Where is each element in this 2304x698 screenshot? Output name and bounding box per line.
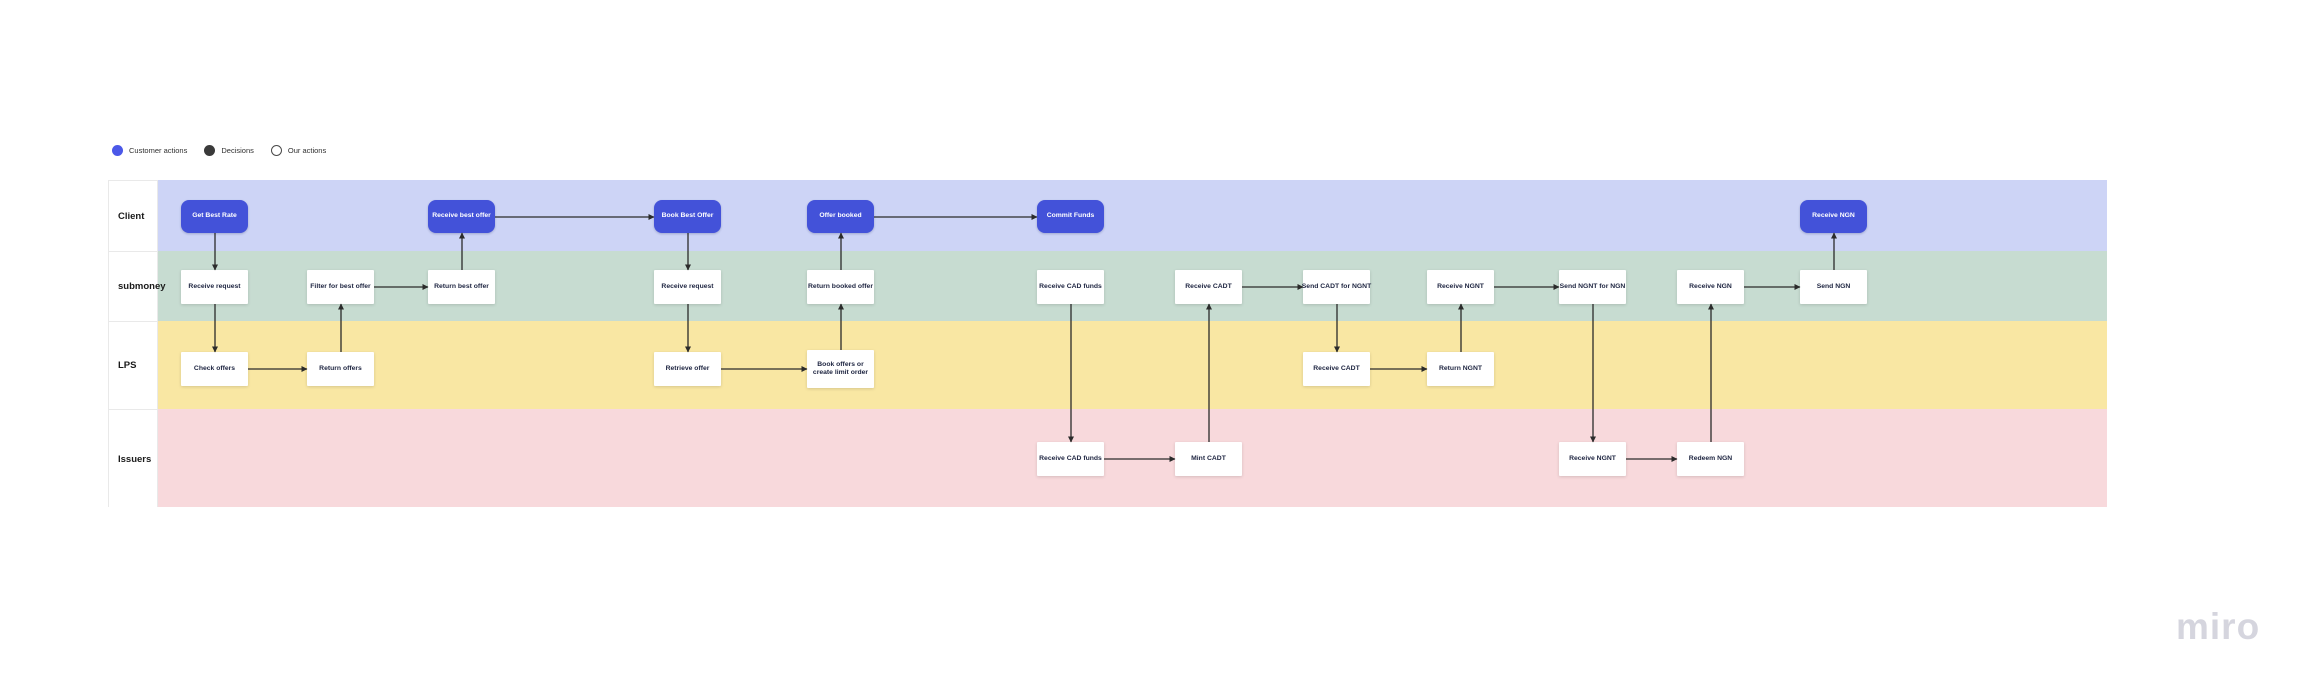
swimlane-bands xyxy=(158,180,2107,507)
flow-node-s2-filter-for-best-offer[interactable]: Filter for best offer xyxy=(307,270,374,304)
lane-label: LPS xyxy=(118,360,137,371)
flow-node-l1-check-offers[interactable]: Check offers xyxy=(181,352,248,386)
flow-node-label: Send CADT for NGNT xyxy=(1301,282,1372,290)
flow-node-label: Receive best offer xyxy=(432,212,491,220)
lane-label: Issuers xyxy=(118,453,152,465)
flow-node-s3-return-best-offer[interactable]: Return best offer xyxy=(428,270,495,304)
flow-node-label: Receive CAD funds xyxy=(1039,282,1102,290)
flow-node-i1-receive-cad-funds[interactable]: Receive CAD funds xyxy=(1037,442,1104,476)
flow-node-label: Receive CAD funds xyxy=(1039,454,1102,462)
flow-node-c3-book-best-offer[interactable]: Book Best Offer xyxy=(654,200,721,233)
flow-node-c5-commit-funds[interactable]: Commit Funds xyxy=(1037,200,1104,233)
flow-node-l5-receive-cadt[interactable]: Receive CADT xyxy=(1303,352,1370,386)
flow-node-label: Offer booked xyxy=(819,212,862,220)
flow-node-label: Receive NGN xyxy=(1812,212,1855,220)
flow-node-c6-receive-ngn[interactable]: Receive NGN xyxy=(1800,200,1867,233)
flow-node-l2-return-offers[interactable]: Return offers xyxy=(307,352,374,386)
flow-node-l3-retrieve-offer[interactable]: Retrieve offer xyxy=(654,352,721,386)
flow-node-s9-receive-ngnt[interactable]: Receive NGNT xyxy=(1427,270,1494,304)
legend-item-0: Customer actions xyxy=(112,145,187,156)
flow-node-i2-mint-cadt[interactable]: Mint CADT xyxy=(1175,442,1242,476)
lane-band-issuers xyxy=(158,409,2107,507)
flow-node-label: Retrieve offer xyxy=(665,364,710,372)
flow-node-c1-get-best-rate[interactable]: Get Best Rate xyxy=(181,200,248,233)
flow-node-s12-send-ngn[interactable]: Send NGN xyxy=(1800,270,1867,304)
lane-label-cell-submoney: submoney xyxy=(109,252,166,322)
legend: Customer actions Decisions Our actions xyxy=(108,143,330,158)
flow-node-s7-receive-cadt[interactable]: Receive CADT xyxy=(1175,270,1242,304)
lane-label: Client xyxy=(118,210,145,222)
legend-dot-icon xyxy=(112,145,123,156)
flow-node-label: Receive CADT xyxy=(1185,282,1232,290)
flow-node-label: Return best offer xyxy=(434,282,489,290)
flow-node-label: Get Best Rate xyxy=(192,212,237,220)
flow-node-label: Book offers or create limit order xyxy=(812,360,869,376)
flow-node-label: Return booked offer xyxy=(808,282,873,290)
flow-node-s4-receive-request[interactable]: Receive request xyxy=(654,270,721,304)
flow-node-label: Send NGN xyxy=(1816,282,1851,290)
flow-node-s5-return-booked-offer[interactable]: Return booked offer xyxy=(807,270,874,304)
legend-item-label: Decisions xyxy=(221,146,254,155)
legend-dot-icon xyxy=(204,145,216,156)
miro-watermark-logo: miro xyxy=(2176,606,2261,647)
flow-node-s10-send-ngnt-for-ngn[interactable]: Send NGNT for NGN xyxy=(1559,270,1626,304)
legend-item-label: Our actions xyxy=(287,146,327,155)
flow-node-label: Receive request xyxy=(661,282,714,290)
flow-node-label: Redeem NGN xyxy=(1688,454,1733,462)
flow-node-label: Receive request xyxy=(188,282,241,290)
flow-node-label: Receive CADT xyxy=(1313,364,1360,372)
flow-node-i3-receive-ngnt[interactable]: Receive NGNT xyxy=(1559,442,1626,476)
flow-node-s11-receive-ngn[interactable]: Receive NGN xyxy=(1677,270,1744,304)
flow-node-label: Return offers xyxy=(319,364,362,372)
flow-node-s1-receive-request[interactable]: Receive request xyxy=(181,270,248,304)
flow-node-s8-send-cadt-for-ngnt[interactable]: Send CADT for NGNT xyxy=(1301,270,1372,304)
flow-node-l6-return-ngnt[interactable]: Return NGNT xyxy=(1427,352,1494,386)
legend-dot-icon xyxy=(270,145,282,156)
flow-node-label: Mint CADT xyxy=(1191,454,1226,462)
flow-node-s6-receive-cad-funds[interactable]: Receive CAD funds xyxy=(1037,270,1104,304)
lane-label-cell-issuers: Issuers xyxy=(109,410,157,508)
flow-node-i4-redeem-ngn[interactable]: Redeem NGN xyxy=(1677,442,1744,476)
lane-label: submoney xyxy=(118,281,166,292)
flow-node-label: Send NGNT for NGN xyxy=(1559,282,1626,290)
flow-node-label: Commit Funds xyxy=(1046,212,1095,220)
flow-node-label: Return NGNT xyxy=(1438,364,1483,372)
legend-item-1: Decisions xyxy=(204,145,254,156)
flow-node-label: Receive NGN xyxy=(1689,282,1732,290)
flow-node-c4-offer-booked[interactable]: Offer booked xyxy=(807,200,874,233)
flow-node-label: Receive NGNT xyxy=(1437,282,1484,290)
lane-label-cell-lps: LPS xyxy=(109,322,157,410)
lane-band-lps xyxy=(158,321,2107,409)
legend-item-2: Our actions xyxy=(270,145,327,156)
legend-item-label: Customer actions xyxy=(129,146,188,155)
flow-node-label: Book Best Offer xyxy=(661,212,714,220)
flow-node-label: Filter for best offer xyxy=(310,282,371,290)
flow-node-label: Receive NGNT xyxy=(1569,454,1616,462)
flow-node-c2-receive-best-offer[interactable]: Receive best offer xyxy=(428,200,495,233)
flow-node-label: Check offers xyxy=(193,364,236,372)
flow-node-l4-book-offers-or-create-limit-order[interactable]: Book offers or create limit order xyxy=(807,350,874,388)
lane-label-cell-client: Client xyxy=(109,181,157,252)
